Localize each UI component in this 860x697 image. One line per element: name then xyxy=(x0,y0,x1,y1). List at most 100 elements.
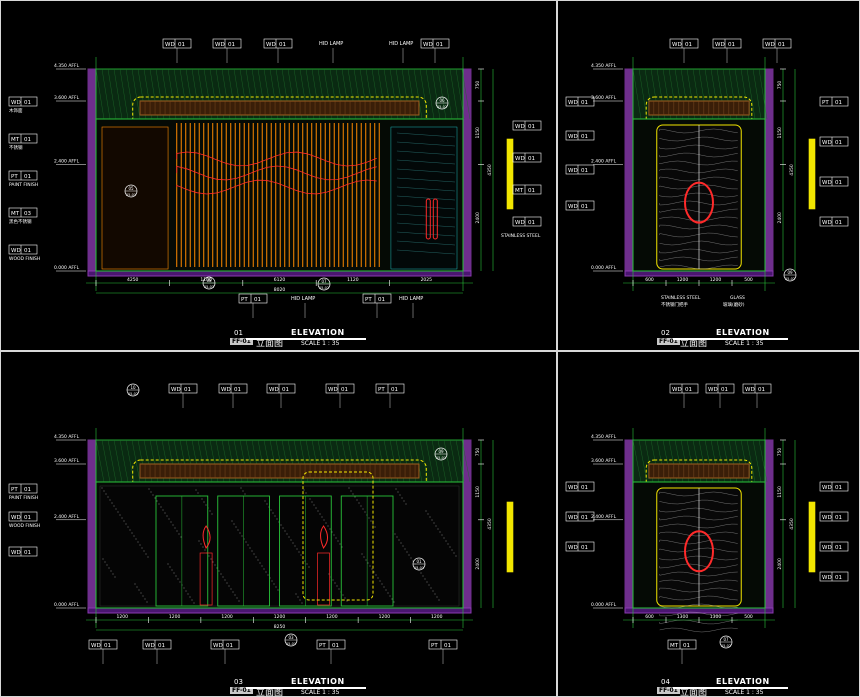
stone-speck xyxy=(362,508,364,510)
drawing-title: ELEVATION xyxy=(716,677,770,686)
wood-grain xyxy=(659,531,738,537)
section-mark-id: 01 xyxy=(416,559,422,564)
left-tag-code: WD xyxy=(568,134,578,140)
stone-speck xyxy=(110,570,112,572)
stone-speck xyxy=(168,518,170,520)
stone-speck xyxy=(438,599,440,601)
stone-speck xyxy=(338,588,340,590)
stone-speck xyxy=(111,502,113,504)
stone-speck xyxy=(195,489,197,491)
wood-grain xyxy=(396,168,456,174)
stone-speck xyxy=(389,595,391,597)
stone-speck xyxy=(296,548,298,550)
left-tag-code: WD xyxy=(11,248,21,254)
dim-value: 500 xyxy=(744,277,753,283)
drawing-title-cn: 立面图 xyxy=(680,339,708,349)
lamp-outline xyxy=(645,459,753,491)
stone-speck xyxy=(228,585,230,587)
dim-value: 1200 xyxy=(677,277,689,283)
dim-value: 1150 xyxy=(475,127,481,139)
wood-grain xyxy=(659,232,738,238)
top-tag-code: WD xyxy=(672,387,682,393)
wood-grain xyxy=(659,515,738,521)
dim-value: 600 xyxy=(645,614,654,620)
left-tag-code: MT xyxy=(11,137,20,143)
left-tag-box xyxy=(8,244,38,255)
stone-speck xyxy=(261,565,263,567)
stone-speck xyxy=(134,583,136,585)
drawing-scale: SCALE 1 : 35 xyxy=(301,340,340,347)
stone-speck xyxy=(218,570,220,572)
level-label: 4.350 AFFL xyxy=(591,63,617,69)
ceiling-hatch xyxy=(425,439,435,483)
stone-speck xyxy=(241,535,243,537)
wood-grain xyxy=(659,539,738,545)
stone-speck xyxy=(377,577,379,579)
left-tag-box xyxy=(8,133,38,144)
floor-slab xyxy=(87,607,472,614)
door-handle xyxy=(432,198,438,240)
ceiling-hatch xyxy=(95,439,105,483)
wood-grain xyxy=(659,256,738,262)
stone-speck xyxy=(113,505,115,507)
stone-speck xyxy=(424,578,426,580)
ceiling-hatch xyxy=(125,68,135,120)
stone-speck xyxy=(449,546,451,548)
ceiling-hatch xyxy=(752,439,762,483)
stone-speck xyxy=(315,507,317,509)
ceiling-hatch xyxy=(443,68,453,120)
stone-speck xyxy=(271,580,273,582)
left-tag-number: 01 xyxy=(581,485,588,491)
stone-speck xyxy=(145,553,147,555)
top-tag-code: WD xyxy=(266,42,276,48)
stone-speck xyxy=(381,583,383,585)
section-mark-ref: 05-01 xyxy=(286,642,296,646)
ceiling-hatch xyxy=(443,439,453,483)
level-label: 0.000 AFFL xyxy=(54,602,80,608)
stone-speck xyxy=(325,522,327,524)
left-tag-number: 01 xyxy=(24,174,31,180)
stone-speck xyxy=(441,534,443,536)
stone-speck xyxy=(265,571,267,573)
stone-speck xyxy=(214,564,216,566)
stone-speck xyxy=(234,594,236,596)
stone-speck xyxy=(383,586,385,588)
bottom-tag-desc: 不锈钢门把手 xyxy=(661,301,688,308)
ceiling-hatch xyxy=(449,439,459,483)
dim-value: 750 xyxy=(475,81,481,90)
wood-grain xyxy=(659,547,738,553)
wood-grain xyxy=(659,563,738,569)
top-tag-code: WD xyxy=(328,387,338,393)
stone-speck xyxy=(335,537,337,539)
stone-speck xyxy=(263,568,265,570)
stone-speck xyxy=(332,579,334,581)
stone-speck xyxy=(108,567,110,569)
level-label: 0.000 AFFL xyxy=(54,265,80,271)
right-tag-box xyxy=(819,571,849,582)
wood-grain xyxy=(659,168,738,174)
stone-speck xyxy=(205,504,207,506)
sheet-number: FF-01 xyxy=(657,338,680,345)
stone-speck xyxy=(360,505,362,507)
left-tag-desc: WOOD FINISH xyxy=(9,523,40,529)
stone-speck xyxy=(319,513,321,515)
right-tag-code: MT xyxy=(515,188,524,194)
top-tag-number: 01 xyxy=(282,387,289,393)
wood-grain xyxy=(659,160,738,166)
left-tag-desc: WOOD FINISH xyxy=(9,256,40,262)
section-mark-id: 07 xyxy=(321,279,327,284)
stone-speck xyxy=(433,522,435,524)
stone-speck xyxy=(292,542,294,544)
right-tag-box xyxy=(512,152,542,163)
wood-grain xyxy=(659,128,738,134)
ceiling-hatch xyxy=(95,68,105,120)
ceiling-hatch xyxy=(455,439,465,483)
dim-value: 2400 xyxy=(475,558,481,570)
top-tag-number: 01 xyxy=(228,42,235,48)
stone-speck xyxy=(177,578,179,580)
left-tag-code: WD xyxy=(568,168,578,174)
top-tag-number: 01 xyxy=(436,42,443,48)
stone-speck xyxy=(394,533,396,535)
wood-grain xyxy=(659,216,738,222)
stone-speck xyxy=(303,489,305,491)
